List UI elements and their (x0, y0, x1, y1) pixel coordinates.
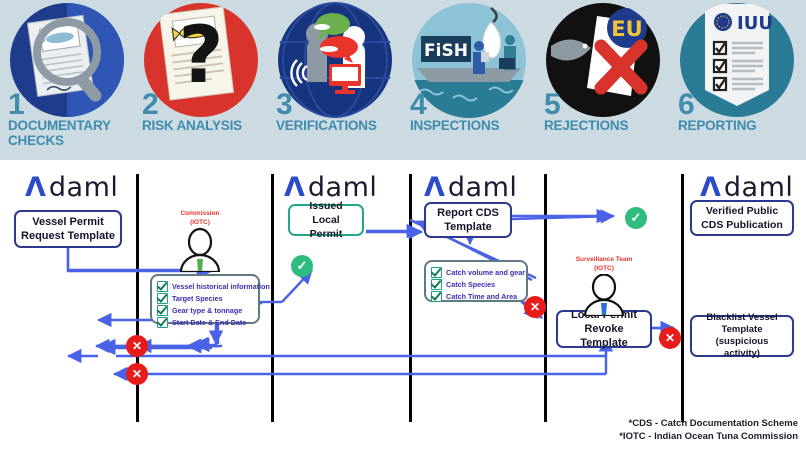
step-label: REPORTING (678, 118, 757, 133)
daml-lambda-icon: Λ (424, 171, 445, 203)
step-1-documentary-checks: 1 DOCUMENTARY CHECKS (0, 0, 134, 160)
step-number: 4 (410, 88, 427, 121)
box-issued-local-permit[interactable]: Issued Local Permit (288, 200, 364, 240)
step-5-rejections: EU 5 REJECTIONS (536, 0, 670, 160)
badge-revoke-trigger: ✕ (524, 296, 546, 318)
daml-logo-lane-2: Λ daml (284, 171, 378, 203)
step-4-inspections: FiSH 4 INSPECTIONS (402, 0, 536, 160)
footnote-iotc: *IOTC - Indian Ocean Tuna Commission (619, 431, 798, 442)
checklist-item-label: Target Species (172, 294, 223, 303)
checklist-item-label: Catch Time and Area (446, 292, 518, 301)
step-2-risk-analysis: ? 2 RISK ANALYSIS (134, 0, 268, 160)
checklist-item[interactable]: Catch Time and Area (431, 291, 521, 302)
daml-wordmark: daml (447, 171, 518, 203)
actor-label-line1: Commission (180, 210, 220, 217)
step-6-reporting: IUU 6 REPOR (670, 0, 804, 160)
actor-commission-iotc: Commission (IOTC) (168, 210, 232, 277)
box-vessel-permit-request-template[interactable]: Vessel Permit Request Template (14, 210, 122, 248)
actor-surveillance-team-iotc: Surveillance Team (IOTC) (572, 256, 636, 321)
checklist-item-label: Catch volume and gear (446, 268, 526, 277)
daml-lambda-icon: Λ (25, 171, 46, 203)
process-steps-header: 1 DOCUMENTARY CHECKS (0, 0, 806, 160)
step-label: REJECTIONS (544, 118, 629, 133)
step-label: INSPECTIONS (410, 118, 500, 133)
step-number: 5 (544, 88, 561, 121)
step-label: RISK ANALYSIS (142, 118, 242, 133)
flow-arrows (66, 208, 675, 382)
iuu-checklist-report-icon: IUU (679, 2, 795, 118)
checklist-catch-details[interactable]: Catch volume and gear Catch Species Catc… (424, 260, 528, 302)
people-speech-monitor-icon (277, 2, 393, 118)
daml-lambda-icon: Λ (700, 171, 721, 203)
actor-label-line2: (IOTC) (190, 219, 210, 226)
actor-label-line2: (IOTC) (594, 265, 614, 272)
magnifier-document-icon (9, 2, 125, 118)
step-number: 3 (276, 88, 293, 121)
step-number: 1 (8, 88, 25, 121)
daml-wordmark: daml (723, 171, 794, 203)
svg-text:FiSH: FiSH (424, 41, 468, 61)
checklist-item-label: Catch Species (446, 280, 496, 289)
daml-wordmark: daml (307, 171, 378, 203)
badge-approve-publication: ✓ (625, 207, 647, 229)
step-label: DOCUMENTARY CHECKS (8, 118, 111, 148)
box-blacklist-vessel-template[interactable]: Blacklist Vessel Template (suspicious ac… (690, 312, 794, 359)
checklist-item[interactable]: Catch volume and gear (431, 267, 525, 278)
lane-divider-1 (136, 174, 139, 422)
daml-lambda-icon: Λ (284, 171, 305, 203)
badge-reject-permit: ✕ (126, 335, 148, 357)
checklist-item-label: Vessel historical information (172, 282, 270, 291)
badge-reject-final: ✕ (126, 363, 148, 385)
checklist-item[interactable]: Vessel historical information (157, 281, 270, 292)
lane-divider-2 (271, 174, 274, 422)
person-icon (583, 273, 625, 318)
process-flow-diagram: Λ daml Λ daml Λ daml Λ daml Vessel Permi… (0, 160, 806, 453)
daml-wordmark: daml (48, 171, 119, 203)
step-number: 2 (142, 88, 159, 121)
box-verified-public-cds-publication[interactable]: Verified Public CDS Publication (690, 200, 794, 236)
box-report-cds-template[interactable]: Report CDS Template (424, 202, 512, 238)
eu-rejected-document-icon: EU (545, 2, 661, 118)
step-number: 6 (678, 88, 695, 121)
lane-divider-5 (681, 174, 684, 422)
fish-boat-inspection-icon: FiSH (411, 2, 527, 118)
checklist-item[interactable]: Target Species (157, 293, 253, 304)
step-3-verifications: 3 VERIFICATIONS (268, 0, 402, 160)
lane-divider-4 (544, 174, 547, 422)
badge-blacklist: ✕ (659, 327, 681, 349)
person-icon (179, 227, 221, 274)
badge-approve-permit: ✓ (291, 255, 313, 277)
svg-text:?: ? (178, 11, 223, 101)
checklist-item-label: Gear type & tonnage (172, 306, 243, 315)
daml-logo-lane-4: Λ daml (700, 171, 794, 203)
checkmark-icon (431, 291, 442, 302)
svg-text:EU: EU (611, 17, 642, 41)
actor-label-line1: Surveillance Team (575, 256, 633, 263)
footnote-cds: *CDS - Catch Documentation Scheme (628, 418, 798, 429)
svg-text:IUU: IUU (737, 13, 773, 34)
checklist-item[interactable]: Gear type & tonnage (157, 305, 253, 316)
checklist-item[interactable]: Start Date & End Date (157, 317, 253, 328)
step-label: VERIFICATIONS (276, 118, 377, 133)
lane-divider-3 (409, 174, 412, 422)
checkmark-icon (157, 317, 168, 328)
question-mark-document-icon: ? (143, 2, 259, 118)
daml-logo-lane-3: Λ daml (424, 171, 518, 203)
checklist-permit-requirements[interactable]: Vessel historical information Target Spe… (150, 274, 270, 328)
checklist-item-label: Start Date & End Date (172, 318, 247, 327)
footnotes: *CDS - Catch Documentation Scheme *IOTC … (619, 417, 798, 443)
daml-logo-lane-1: Λ daml (25, 171, 119, 203)
checklist-item[interactable]: Catch Species (431, 279, 521, 290)
